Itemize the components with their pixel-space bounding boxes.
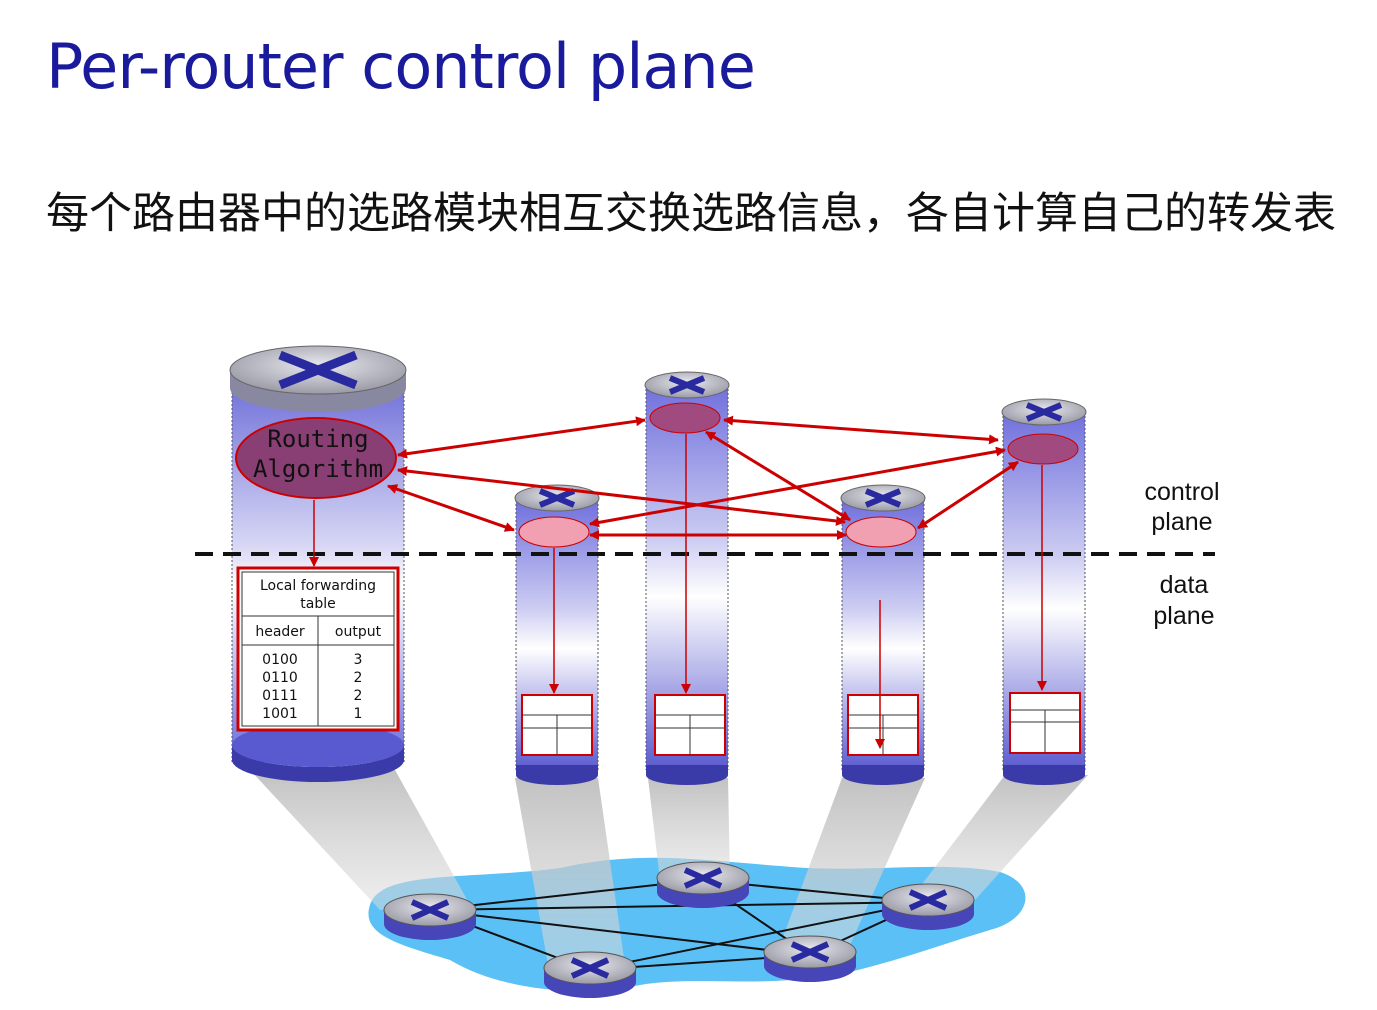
network-router — [763, 935, 857, 982]
routing-algorithm-label-line2: Algorithm — [253, 455, 383, 483]
routing-algorithm-label-line1: Routing — [267, 425, 368, 453]
table-cell: 2 — [354, 670, 363, 686]
table-header-col2: output — [335, 624, 382, 640]
local-forwarding-table: Local forwarding table header output 010… — [236, 566, 400, 732]
router-tower — [514, 484, 600, 785]
data-plane-label-line1: data — [1160, 571, 1209, 599]
router-tower — [1001, 398, 1087, 785]
table-cell: 0111 — [262, 688, 298, 704]
router-tower — [840, 484, 926, 785]
network-router — [656, 861, 750, 908]
table-title-line1: Local forwarding — [260, 578, 376, 594]
table-cell: 0110 — [262, 670, 298, 686]
table-cell: 1 — [354, 706, 363, 722]
data-plane-label-line2: plane — [1153, 602, 1214, 630]
routing-algorithm-module — [235, 417, 397, 499]
control-plane-label-line2: plane — [1151, 508, 1212, 536]
table-header-col1: header — [255, 624, 305, 640]
page-title: Per-router control plane — [46, 30, 756, 103]
network-router — [383, 893, 477, 940]
network-routers — [383, 861, 975, 998]
network-router — [881, 883, 975, 930]
table-title-line2: table — [300, 596, 335, 612]
table-cell: 3 — [354, 652, 363, 668]
control-plane-label-line1: control — [1144, 478, 1219, 506]
router-tower — [644, 371, 730, 785]
table-cell: 1001 — [262, 706, 298, 722]
network-router — [543, 951, 637, 998]
table-cell: 0100 — [262, 652, 298, 668]
control-exchange-arrows — [387, 415, 1019, 540]
page-subtitle: 每个路由器中的选路模块相互交换选路信息，各自计算自己的转发表 — [46, 189, 1336, 239]
table-cell: 2 — [354, 688, 363, 704]
